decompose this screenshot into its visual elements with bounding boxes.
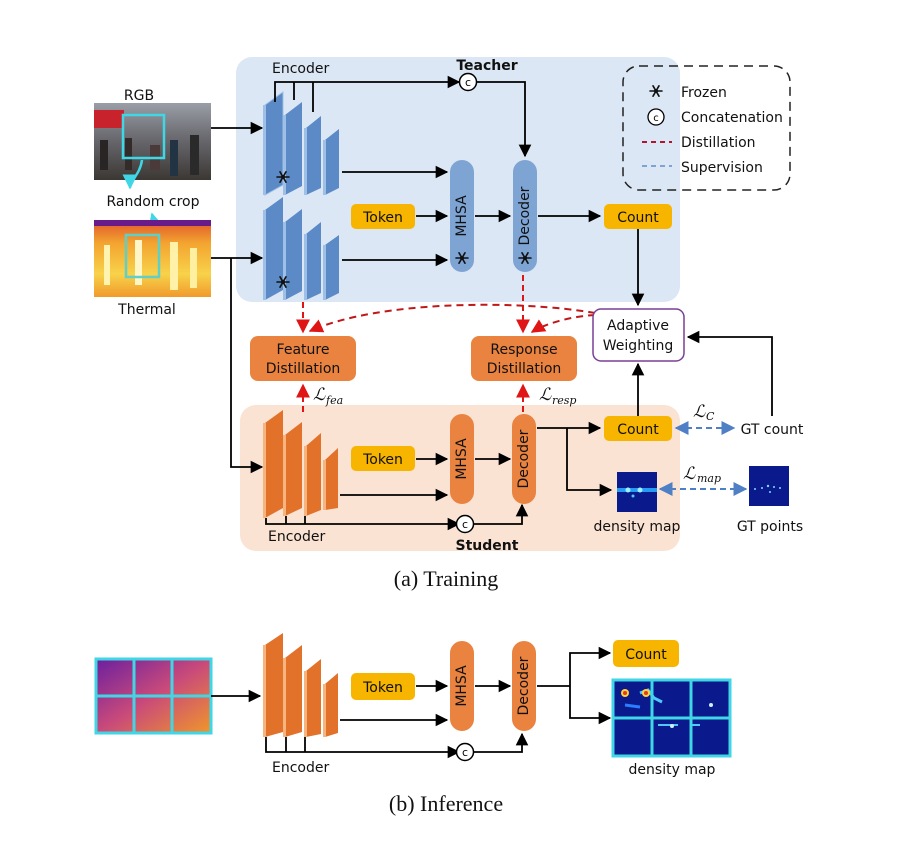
gt-points-label: GT points — [737, 519, 803, 535]
inference-density-map — [611, 678, 732, 758]
svg-text:Feature: Feature — [277, 342, 330, 358]
thermal-label: Thermal — [117, 302, 176, 318]
response-distillation-box: Response Distillation — [471, 336, 577, 381]
loss-resp-label: ℒ resp — [539, 385, 576, 407]
rgb-image — [94, 103, 211, 180]
svg-text:Decoder: Decoder — [516, 656, 532, 715]
student-decoder-block: Decoder — [512, 414, 536, 504]
inference-concat-node: c — [455, 742, 475, 762]
svg-text:Decoder: Decoder — [517, 186, 533, 245]
gt-points-map — [749, 466, 789, 506]
legend: Frozen c Concatenation Distillation Supe… — [622, 65, 791, 191]
svg-text:c: c — [653, 113, 659, 124]
inference-decoder-block: Decoder — [512, 641, 536, 731]
inference-token-box: Token — [351, 673, 415, 700]
svg-text:Token: Token — [362, 210, 403, 226]
teacher-mhsa-block: MHSA — [450, 160, 474, 272]
svg-text:Decoder: Decoder — [516, 429, 532, 488]
student-encoder-label: Encoder — [268, 529, 325, 545]
loss-fea-label: ℒ fea — [313, 385, 343, 407]
svg-text:c: c — [462, 518, 468, 531]
inference-density-map-label: density map — [629, 762, 716, 778]
teacher-rgb-encoder — [263, 91, 339, 196]
svg-text:Count: Count — [625, 647, 667, 663]
legend-distillation: Distillation — [681, 135, 756, 151]
teacher-thermal-encoder — [263, 197, 339, 300]
legend-frozen: Frozen — [681, 85, 727, 101]
student-count-box: Count — [604, 416, 672, 441]
gt-count-label: GT count — [741, 422, 804, 438]
student-encoder — [263, 410, 338, 518]
adaptive-weighting-box: Adaptive Weighting — [592, 308, 685, 362]
student-token-box: Token — [351, 446, 415, 471]
student-title: Student — [456, 538, 519, 554]
teacher-encoder-label: Encoder — [272, 61, 329, 77]
inference-encoder-label: Encoder — [272, 760, 329, 776]
svg-text:C: C — [706, 410, 715, 423]
teacher-token-box: Token — [351, 204, 415, 229]
svg-text:MHSA: MHSA — [454, 438, 470, 480]
inference-mhsa-block: MHSA — [450, 641, 474, 731]
loss-c-label: ℒ C — [693, 402, 715, 423]
svg-text:c: c — [465, 76, 471, 89]
teacher-title: Teacher — [456, 58, 517, 74]
svg-text:fea: fea — [325, 394, 343, 407]
svg-text:Weighting: Weighting — [603, 338, 673, 354]
student-density-map — [617, 472, 657, 512]
concat-circle-icon — [647, 108, 665, 126]
svg-text:Distillation: Distillation — [266, 361, 341, 377]
student-mhsa-block: MHSA — [450, 414, 474, 504]
thermal-image — [94, 220, 211, 297]
rgb-label: RGB — [124, 88, 154, 104]
student-concat-node: c — [455, 514, 475, 534]
svg-text:Distillation: Distillation — [487, 361, 562, 377]
legend-supervision: Supervision — [681, 160, 763, 176]
svg-text:map: map — [697, 472, 721, 485]
svg-text:c: c — [462, 746, 468, 759]
random-crop-label: Random crop — [106, 194, 199, 210]
svg-text:Count: Count — [617, 210, 659, 226]
inference-input-grid — [94, 657, 213, 735]
inference-count-box: Count — [613, 640, 679, 667]
caption-training: (a) Training — [394, 566, 499, 591]
loss-map-label: ℒ map — [683, 464, 721, 485]
teacher-count-box: Count — [604, 204, 672, 229]
svg-text:Token: Token — [362, 452, 403, 468]
teacher-decoder-block: Decoder — [513, 160, 537, 272]
teacher-concat-node: c — [458, 72, 478, 92]
svg-text:MHSA: MHSA — [454, 195, 470, 237]
svg-text:Token: Token — [362, 680, 403, 696]
inference-encoder — [263, 633, 338, 737]
svg-text:ℒ: ℒ — [683, 464, 696, 484]
svg-text:ℒ: ℒ — [693, 402, 706, 422]
svg-text:ℒ: ℒ — [313, 385, 326, 405]
crop-arrow-down — [122, 159, 144, 190]
caption-inference: (b) Inference — [389, 791, 503, 816]
svg-text:Count: Count — [617, 422, 659, 438]
svg-text:ℒ: ℒ — [539, 385, 552, 405]
svg-text:Adaptive: Adaptive — [607, 318, 669, 334]
svg-text:resp: resp — [552, 394, 576, 407]
density-map-label: density map — [594, 519, 681, 535]
legend-concatenation: Concatenation — [681, 110, 783, 126]
svg-text:Response: Response — [490, 342, 557, 358]
feature-distillation-box: Feature Distillation — [250, 336, 356, 381]
svg-text:MHSA: MHSA — [454, 665, 470, 707]
